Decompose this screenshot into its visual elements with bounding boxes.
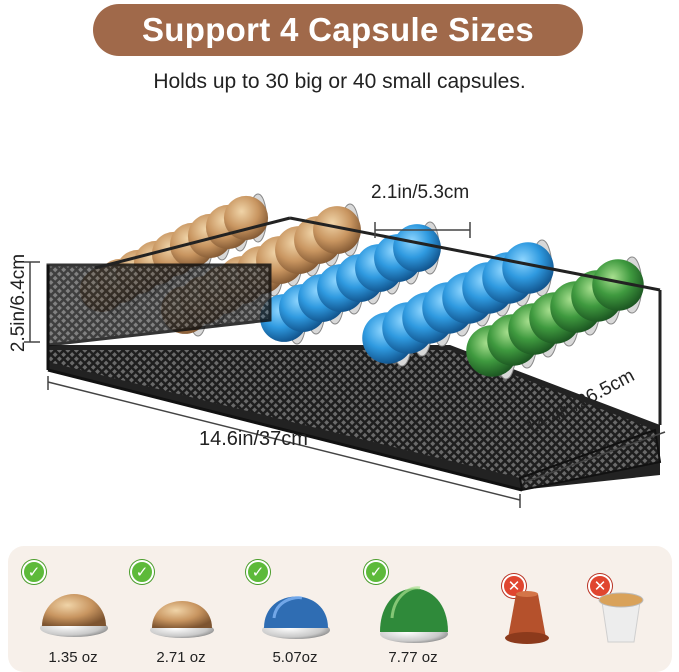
size-item-5: ✕ — [486, 546, 596, 672]
blue-vertuo-capsule-icon — [262, 596, 330, 639]
page-title: Support 4 Capsule Sizes — [142, 11, 534, 48]
cross-icon: ✕ — [502, 574, 526, 598]
check-icon: ✓ — [246, 560, 270, 584]
original-capsule-icon — [505, 591, 549, 644]
rack-front-wall — [46, 263, 272, 370]
capsule — [313, 206, 361, 254]
capsule — [592, 259, 644, 311]
k-cup-icon — [598, 592, 644, 643]
check-icon: ✓ — [22, 560, 46, 584]
capsule — [502, 242, 554, 294]
capacity-subtitle: Holds up to 30 big or 40 small capsules. — [153, 70, 526, 93]
capsule — [223, 195, 269, 241]
check-icon: ✓ — [130, 560, 154, 584]
gold-vertuo-capsule-icon — [150, 601, 214, 638]
check-icon: ✓ — [364, 560, 388, 584]
title-banner: Support 4 Capsule Sizes — [93, 4, 583, 56]
capsule-rack-illustration — [24, 193, 666, 508]
slot-width-dimension: 2.1in/5.3cm — [371, 182, 470, 203]
height-dimension: 2.5in/6.4cm — [8, 253, 29, 353]
dimension-lines — [24, 222, 666, 508]
size-label: 7.77 oz — [388, 649, 438, 666]
size-item-2: ✓ 2.71 oz — [126, 546, 236, 672]
capsule-size-panel: ✓ 1.35 oz ✓ 2.71 oz ✓ 5.07oz ✓ 7.77 oz — [8, 546, 672, 672]
size-label: 5.07oz — [272, 649, 318, 666]
size-item-3: ✓ 5.07oz — [240, 546, 350, 672]
size-item-6: ✕ — [574, 546, 679, 672]
capsule — [393, 224, 441, 272]
green-vertuo-capsule-icon — [380, 586, 448, 643]
size-item-4: ✓ 7.77 oz — [358, 546, 468, 672]
gold-vertuo-capsule-icon — [40, 594, 108, 637]
size-label: 2.71 oz — [156, 649, 206, 666]
rack-base — [47, 345, 662, 492]
length-dimension: 14.6in/37cm — [199, 428, 308, 450]
size-item-1: ✓ 1.35 oz — [18, 546, 128, 672]
size-label: 1.35 oz — [48, 649, 98, 666]
